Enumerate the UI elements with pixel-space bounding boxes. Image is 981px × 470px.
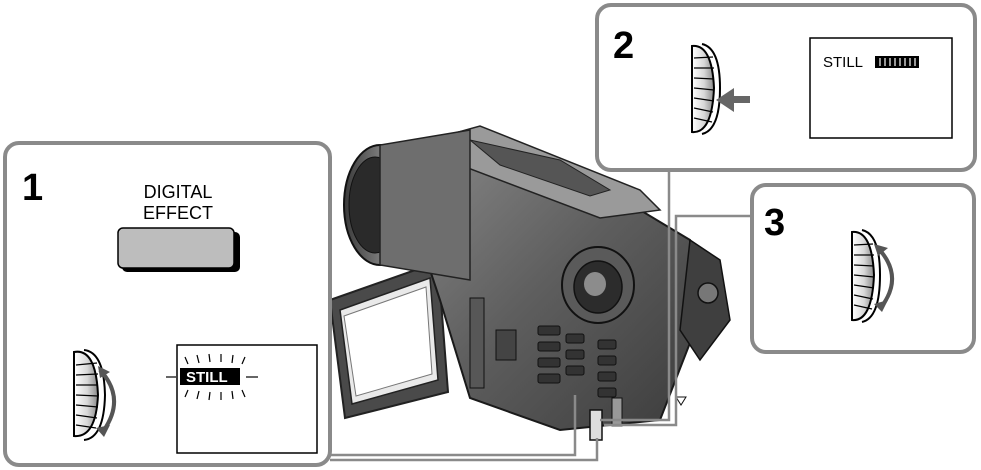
control-dial-icon <box>73 349 117 441</box>
lcd-display-step-1: STILL <box>166 344 318 454</box>
still-progress-bar <box>875 56 919 68</box>
step-3-panel: 3 <box>750 183 976 354</box>
still-text: STILL <box>823 54 863 71</box>
still-text-highlighted: STILL <box>186 369 228 386</box>
press-arrow-icon <box>716 88 750 112</box>
step-2-number: 2 <box>613 25 634 67</box>
rotate-arrow-icon <box>876 246 895 308</box>
step-3-number: 3 <box>764 202 785 244</box>
digital-effect-label-line2: EFFECT <box>143 203 213 223</box>
step-1-panel: 1 DIGITAL EFFECT STILL <box>3 141 332 467</box>
control-dial-icon <box>691 43 722 135</box>
step-2-panel: 2 STILL <box>595 3 977 172</box>
step-1-number: 1 <box>22 167 43 209</box>
leader-lines <box>330 172 752 462</box>
digital-effect-button-icon <box>117 227 240 272</box>
lcd-display-step-2: STILL <box>809 37 953 139</box>
digital-effect-label-line1: DIGITAL <box>144 182 213 202</box>
camcorder-icon <box>328 125 731 441</box>
control-dial-icon <box>851 229 895 323</box>
